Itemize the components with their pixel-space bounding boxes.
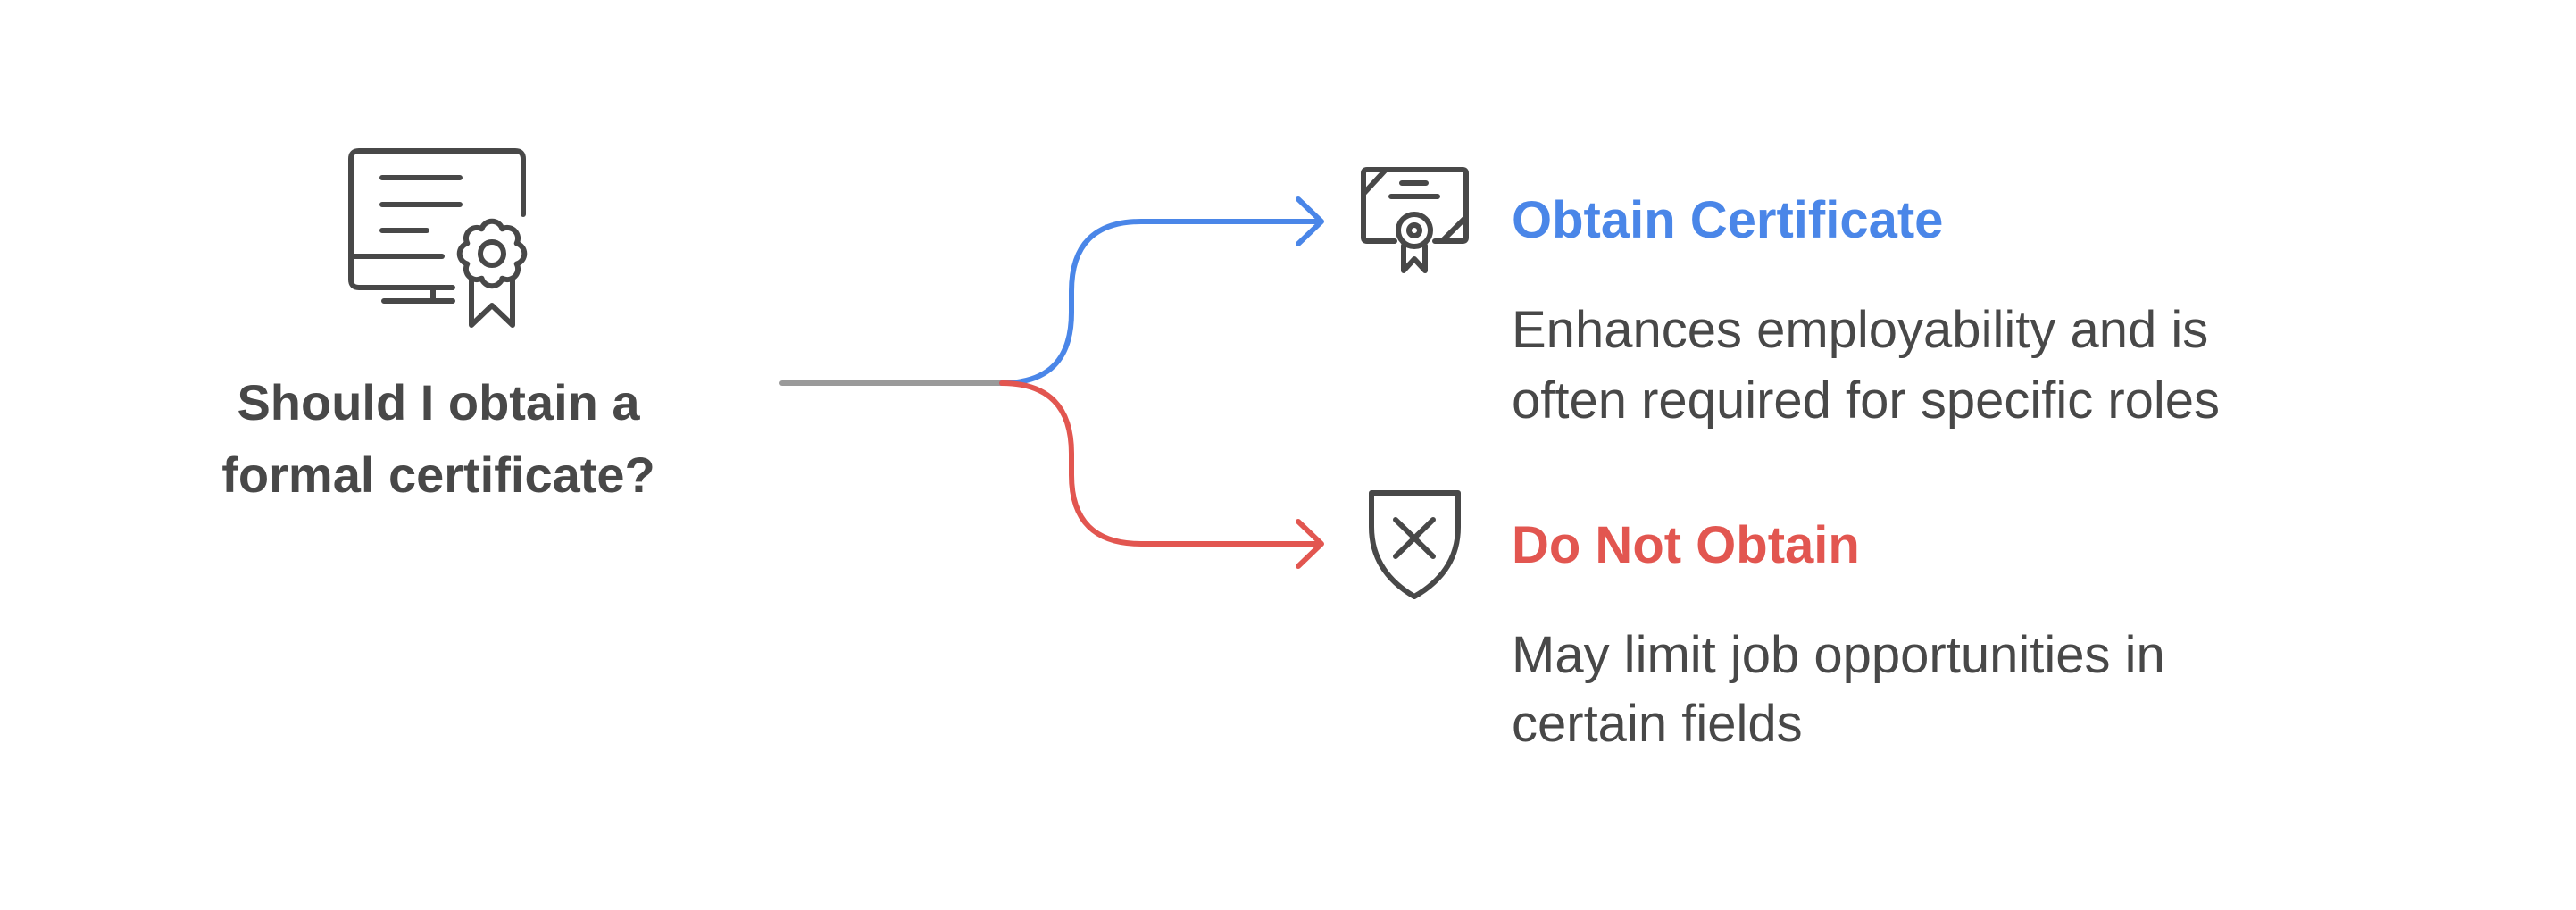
computer-certificate-icon [348,148,528,328]
option-title-obtain-certificate: Obtain Certificate [1512,191,1944,249]
arrow-head-not-obtain [1296,519,1324,569]
question-line-1: Should I obtain a [237,374,640,430]
option-desc-obtain-line-2: often required for specific roles [1512,372,2221,430]
option-desc-obtain-line-1: Enhances employability and is [1512,301,2209,359]
option-desc-not-obtain-line-1: May limit job opportunities in [1512,626,2165,684]
option-desc-not-obtain-line-2: certain fields [1512,695,1803,753]
question-text: Should I obtain a formal certificate? [215,366,662,511]
certificate-icon [1361,167,1469,273]
option-title-do-not-obtain: Do Not Obtain [1512,516,1860,574]
question-line-2: formal certificate? [221,447,655,503]
shield-x-icon [1369,490,1461,599]
branch-line-obtain [999,219,1322,386]
arrow-head-obtain [1296,196,1324,246]
branch-line-not-obtain [999,380,1322,547]
